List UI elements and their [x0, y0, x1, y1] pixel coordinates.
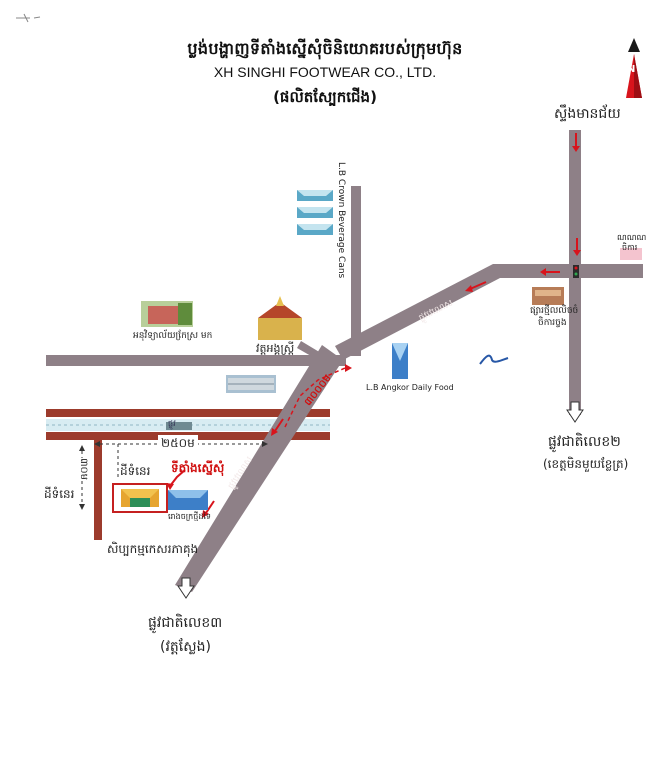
road-north-crown [351, 186, 361, 356]
right-edge-building [620, 248, 642, 260]
site-courtyard [130, 498, 150, 507]
label-dist-horizontal: ២៥០ម [158, 435, 198, 453]
road-national-3 [175, 345, 343, 592]
label-neighbor-factory: រោងចក្រថ្មីដទៃ [168, 512, 212, 521]
corner-mark [16, 13, 41, 23]
dist-arrow-left [94, 441, 100, 447]
road-west [46, 355, 346, 366]
route-arrow [205, 500, 215, 514]
road-end-arrows [177, 401, 584, 599]
brush-stroke [479, 354, 509, 365]
label-national-road-3-sub: (វត្តស្លែង) [160, 639, 211, 655]
label-angkor-daily: L.B Angkor Daily Food [366, 383, 454, 392]
route-arrow [469, 281, 487, 290]
market-stalls [535, 290, 561, 296]
brown-road-upper [46, 409, 330, 417]
angkor-daily-building [392, 343, 408, 379]
dist-arrow-down [79, 504, 85, 510]
label-temple: វត្តអង្គស្រ្តី [256, 342, 295, 355]
label-market-2: ចិការច្ចង [538, 318, 567, 328]
angkor-daily-highlight [392, 343, 408, 361]
temple-spire [276, 296, 284, 306]
dist-arrow-right [262, 441, 268, 447]
route-arrowhead [465, 285, 473, 292]
canal-bridge [166, 422, 192, 430]
neighbor-factory [168, 490, 208, 510]
north-arrow-icon [626, 38, 642, 98]
brown-road-vertical [94, 440, 102, 540]
dist-arrow-up [79, 445, 85, 451]
map-subtitle-khmer: (ផលិតស្បែកជើង) [273, 88, 377, 106]
label-factory: សិប្បកម្មកេសរភាគុង [107, 542, 199, 556]
north-arrow-shade [634, 54, 642, 98]
label-canal: ផ្លូវ [168, 419, 176, 428]
road-end-arrow-icon [177, 577, 195, 599]
temple-base [258, 318, 302, 340]
school-building [148, 306, 178, 324]
mall-photo [226, 375, 276, 393]
school-photo [141, 301, 193, 327]
site-pointer-arrowhead [166, 483, 174, 490]
label-vacant-left: ដីទំនេរ [44, 487, 75, 501]
distance-path [284, 367, 346, 428]
market-photo [532, 287, 564, 305]
temple-roof [258, 302, 302, 318]
label-market: ផ្សារថ្មីលលិចចំ [530, 306, 579, 316]
route-arrowhead [540, 268, 546, 276]
traffic-light-red [574, 266, 578, 270]
label-school: អនុវិទ្យាល័យកែ្រស្រ មក [133, 331, 213, 341]
school-trees [178, 303, 192, 325]
crown-building-3-roof [297, 224, 333, 230]
label-top-right-place: ស្ទឹងមានជ័យ [554, 106, 621, 122]
label-right-mini-2: ចិការ [622, 243, 638, 252]
traffic-light-green [574, 272, 578, 276]
label-national-road-2-sub: (ខេត្តមិនមួយខ្លែត្រ) [543, 457, 629, 471]
road-east [493, 264, 643, 278]
crown-building-2-roof [297, 207, 333, 213]
label-site-location: ទីតាំងស្នើសុំ [171, 461, 225, 475]
label-national-road-3: ផ្លូវជាតិលេខ៣ [148, 615, 223, 631]
label-crown-beverage: L.B Crown Beverage Cans [336, 162, 346, 279]
neighbor-factory-highlight [168, 490, 208, 498]
temple-photo [258, 296, 302, 340]
distance-path-arrowhead [345, 364, 352, 372]
label-road-national-2-vertical: ផ្លូវវេណេស [584, 158, 595, 195]
north-arrow-tip [628, 38, 640, 52]
company-name: XH SINGHI FOOTWEAR CO., LTD. [213, 64, 437, 80]
route-arrowhead [572, 146, 580, 152]
route-arrow [274, 418, 284, 432]
site-roof [121, 489, 159, 498]
north-label: N [627, 64, 636, 75]
route-arrows [202, 133, 581, 518]
road-end-arrow-icon [566, 401, 584, 423]
label-site-vacant: ដីទំនេរ [120, 464, 151, 478]
crown-building-1-roof [297, 190, 333, 196]
road-diagonal-northeast [335, 264, 500, 360]
label-right-mini-1: ណណណ [617, 233, 647, 242]
proposed-site [112, 483, 168, 513]
route-arrowhead [271, 428, 278, 436]
label-dist-vertical: ៣០ម [76, 458, 91, 480]
route-arrowhead [573, 250, 581, 256]
crown-beverage-buildings [297, 190, 333, 235]
map-title-khmer: ប្លង់បង្ហាញទីតាំងស្នើសុំចិនិយោគរបស់ក្រុម… [187, 39, 463, 58]
traffic-light-icon [573, 265, 579, 278]
label-national-road-2: ផ្លូវជាតិលេខ២ [548, 434, 621, 450]
site-pointer-line [169, 469, 186, 487]
route-arrowhead [202, 510, 209, 518]
road-temple-spur [297, 341, 321, 360]
